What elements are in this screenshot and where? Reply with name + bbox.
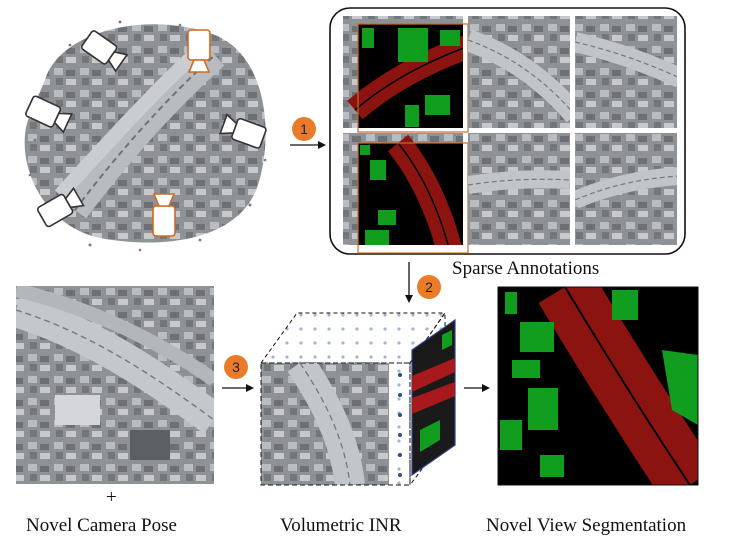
right-arrow-icon xyxy=(290,141,326,149)
camera-frustum-icon xyxy=(152,193,176,237)
plus-sign: + xyxy=(106,487,117,508)
sparse-annotations-caption: Sparse Annotations xyxy=(452,258,600,279)
step-1-badge: 1 xyxy=(292,117,316,141)
novel-camera-pose-caption: Novel Camera Pose xyxy=(26,515,177,536)
camera-frustum-icon xyxy=(36,186,85,228)
aerial-view-3 xyxy=(468,16,570,128)
camera-frustum-icon xyxy=(187,29,211,73)
camera-frustum-icon xyxy=(25,95,74,134)
aerial-view-6 xyxy=(575,133,677,245)
right-arrow-icon xyxy=(222,384,254,392)
volumetric-inr-cube xyxy=(260,311,456,487)
step-2-badge: 2 xyxy=(417,275,441,299)
aerial-view-4 xyxy=(575,16,677,128)
aerial-view-5 xyxy=(468,133,570,245)
sparse-annotations-panel xyxy=(329,7,686,255)
novel-view-segmentation-image xyxy=(498,287,698,485)
annotated-view-1 xyxy=(343,16,463,128)
novel-view-segmentation-caption: Novel View Segmentation xyxy=(486,515,687,536)
annotated-view-2 xyxy=(343,133,463,245)
volumetric-inr-caption: Volumetric INR xyxy=(280,515,402,536)
camera-frustum-icon xyxy=(218,113,267,149)
novel-camera-pose-image xyxy=(16,286,214,484)
camera-frustum-icon xyxy=(80,30,129,73)
right-arrow-icon xyxy=(464,384,490,392)
down-arrow-icon xyxy=(405,262,413,303)
step-3-badge: 3 xyxy=(224,355,248,379)
